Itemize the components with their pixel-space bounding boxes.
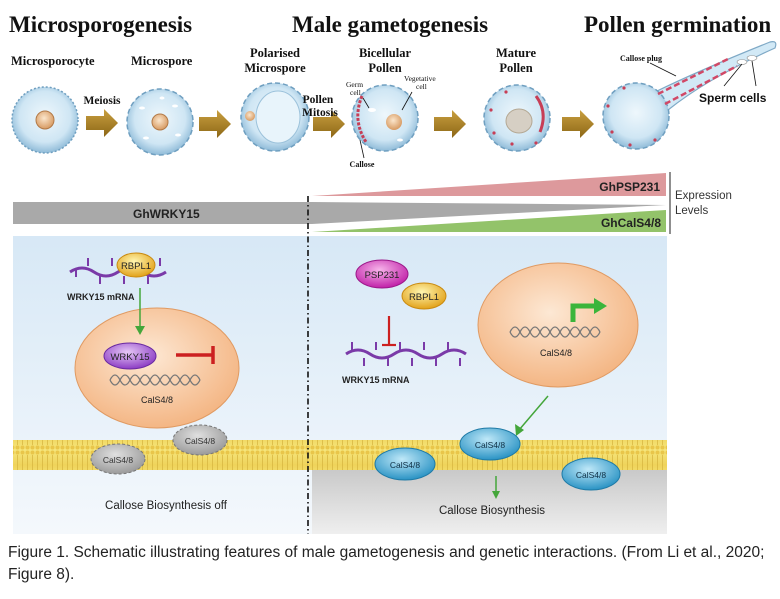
callose-plug-pointer	[649, 62, 677, 77]
vegetative-pointer	[401, 91, 413, 111]
stage-label-polarised: Polarised	[250, 46, 300, 60]
right-mrna-bases	[351, 342, 461, 366]
stage-label-mature: Mature	[496, 46, 536, 60]
callose-plug-label: Callose plug	[620, 54, 662, 63]
ghwrky15-label: GhWRKY15	[133, 207, 200, 221]
left-cals48-gene	[109, 374, 201, 386]
left-cals48-protein-b	[90, 443, 146, 475]
pollen-mitosis-label: Pollen	[303, 94, 334, 106]
arrow-5	[562, 110, 594, 138]
left-rbpl1-protein	[116, 252, 156, 278]
sperm-pointer-2	[751, 60, 757, 87]
right-cals48-gene	[509, 326, 601, 338]
microsporocyte-cell	[11, 86, 79, 154]
arrow-4	[434, 110, 466, 138]
right-nucleus	[477, 262, 639, 388]
header-microsporogenesis: Microsporogenesis	[9, 12, 192, 37]
germinating-pollen-cell	[602, 41, 777, 150]
stage-label-mature-2: Pollen	[499, 61, 532, 75]
left-wrky15-mrna	[69, 266, 167, 278]
expression-levels-label-2: Levels	[675, 205, 708, 217]
right-cals48-protein-a	[459, 427, 521, 461]
polarised-microspore-cell	[240, 82, 310, 152]
left-wrky15-label: WRKY15	[110, 352, 149, 363]
left-cals48-protein-b-label: CalS4/8	[103, 455, 134, 465]
mature-pollen-cell	[483, 84, 551, 152]
germ-cell-label-2: cell	[350, 88, 361, 97]
right-cals48-gene-label: CalS4/8	[540, 348, 572, 358]
vegetative-cell-label-2: cell	[416, 82, 427, 91]
bicellular-pollen-cell	[351, 84, 419, 152]
left-wrky15-protein	[103, 342, 157, 370]
right-translation-arrowhead	[515, 424, 524, 436]
stage-label-polarised-2: Microspore	[244, 61, 306, 75]
left-cals48-gene-label: CalS4/8	[141, 395, 173, 405]
ghcals48-expression-bar	[312, 210, 666, 232]
sperm-cells-label: Sperm cells	[699, 91, 767, 105]
arrow-2	[199, 110, 231, 138]
left-rbpl1-label: RBPL1	[121, 261, 151, 272]
right-cals48-protein-b	[374, 447, 436, 481]
header-male-gametogenesis: Male gametogenesis	[292, 12, 488, 37]
sperm-pointer-1	[723, 63, 743, 87]
meiosis-arrow	[86, 109, 118, 137]
left-nucleus	[74, 307, 240, 429]
stage-label-microsporocyte: Microsporocyte	[11, 54, 95, 68]
vegetative-cell-label: Vegetative	[404, 74, 436, 83]
ghpsp231-label: GhPSP231	[599, 180, 660, 194]
germ-pointer	[362, 97, 370, 109]
right-cals48-protein-c	[561, 457, 621, 491]
pollen-mitosis-label-2: Mitosis	[302, 107, 338, 119]
left-wrky15-mrna-label: WRKY15 mRNA	[67, 292, 135, 302]
header-pollen-germination: Pollen germination	[584, 12, 771, 37]
left-callose-status: Callose Biosynthesis off	[105, 500, 228, 512]
pollen-mitosis-arrow	[313, 110, 345, 138]
right-translation-arrow	[518, 395, 549, 431]
germ-cell-label: Germ	[346, 80, 363, 89]
stage-label-bicellular: Bicellular	[359, 46, 412, 60]
right-callose-status: Callose Biosynthesis	[439, 505, 545, 517]
left-cals48-protein-a	[172, 424, 228, 456]
transcription-activation-arrow	[570, 298, 607, 322]
ghpsp231-expression-bar	[312, 173, 666, 196]
callose-synthesis-arrowhead	[492, 491, 500, 499]
stage-label-microspore: Microspore	[131, 54, 193, 68]
ghcals48-label: GhCalS4/8	[601, 216, 661, 230]
stage-label-bicellular-2: Pollen	[368, 61, 401, 75]
callose-pointer	[359, 139, 365, 159]
expression-levels-label: Expression	[675, 190, 732, 202]
right-psp231-label: PSP231	[365, 270, 400, 281]
callose-label: Callose	[350, 160, 375, 169]
figure-caption: Figure 1. Schematic illustrating feature…	[8, 544, 765, 583]
right-wrky15-mrna-label: WRKY15 mRNA	[342, 375, 410, 385]
left-translation-arrowhead	[135, 326, 145, 335]
right-cals48-protein-c-label: CalS4/8	[576, 470, 607, 480]
right-cals48-protein-a-label: CalS4/8	[475, 440, 506, 450]
left-cals48-protein-a-label: CalS4/8	[185, 436, 216, 446]
right-rbpl1-protein	[401, 282, 447, 310]
microspore-cell	[126, 88, 194, 156]
right-wrky15-mrna	[345, 348, 467, 360]
ghwrky15-expression-bar	[13, 202, 666, 224]
right-cals48-protein-b-label: CalS4/8	[390, 460, 421, 470]
right-psp231-protein	[355, 259, 409, 289]
meiosis-label: Meiosis	[83, 95, 121, 107]
right-rbpl1-label: RBPL1	[409, 292, 439, 303]
